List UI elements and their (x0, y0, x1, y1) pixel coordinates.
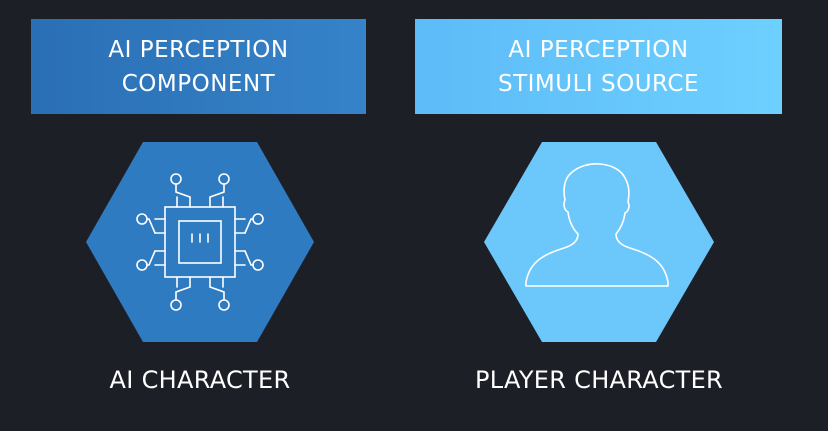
ai-perception-component-banner: AI PERCEPTION COMPONENT (31, 19, 366, 114)
banner-left-line1: AI PERCEPTION (108, 36, 289, 63)
player-character-hexagon (484, 142, 714, 342)
ai-character-caption: AI CHARACTER (109, 366, 291, 394)
chip-icon (86, 142, 314, 342)
banner-right-line2: STIMULI SOURCE (498, 70, 699, 97)
person-silhouette-icon (484, 142, 714, 342)
ai-perception-stimuli-source-banner: AI PERCEPTION STIMULI SOURCE (415, 19, 782, 114)
banner-left-line2: COMPONENT (121, 70, 276, 97)
banner-right-line1: AI PERCEPTION (508, 36, 689, 63)
ai-character-hexagon (86, 142, 314, 342)
player-character-caption: PLAYER CHARACTER (474, 366, 724, 394)
